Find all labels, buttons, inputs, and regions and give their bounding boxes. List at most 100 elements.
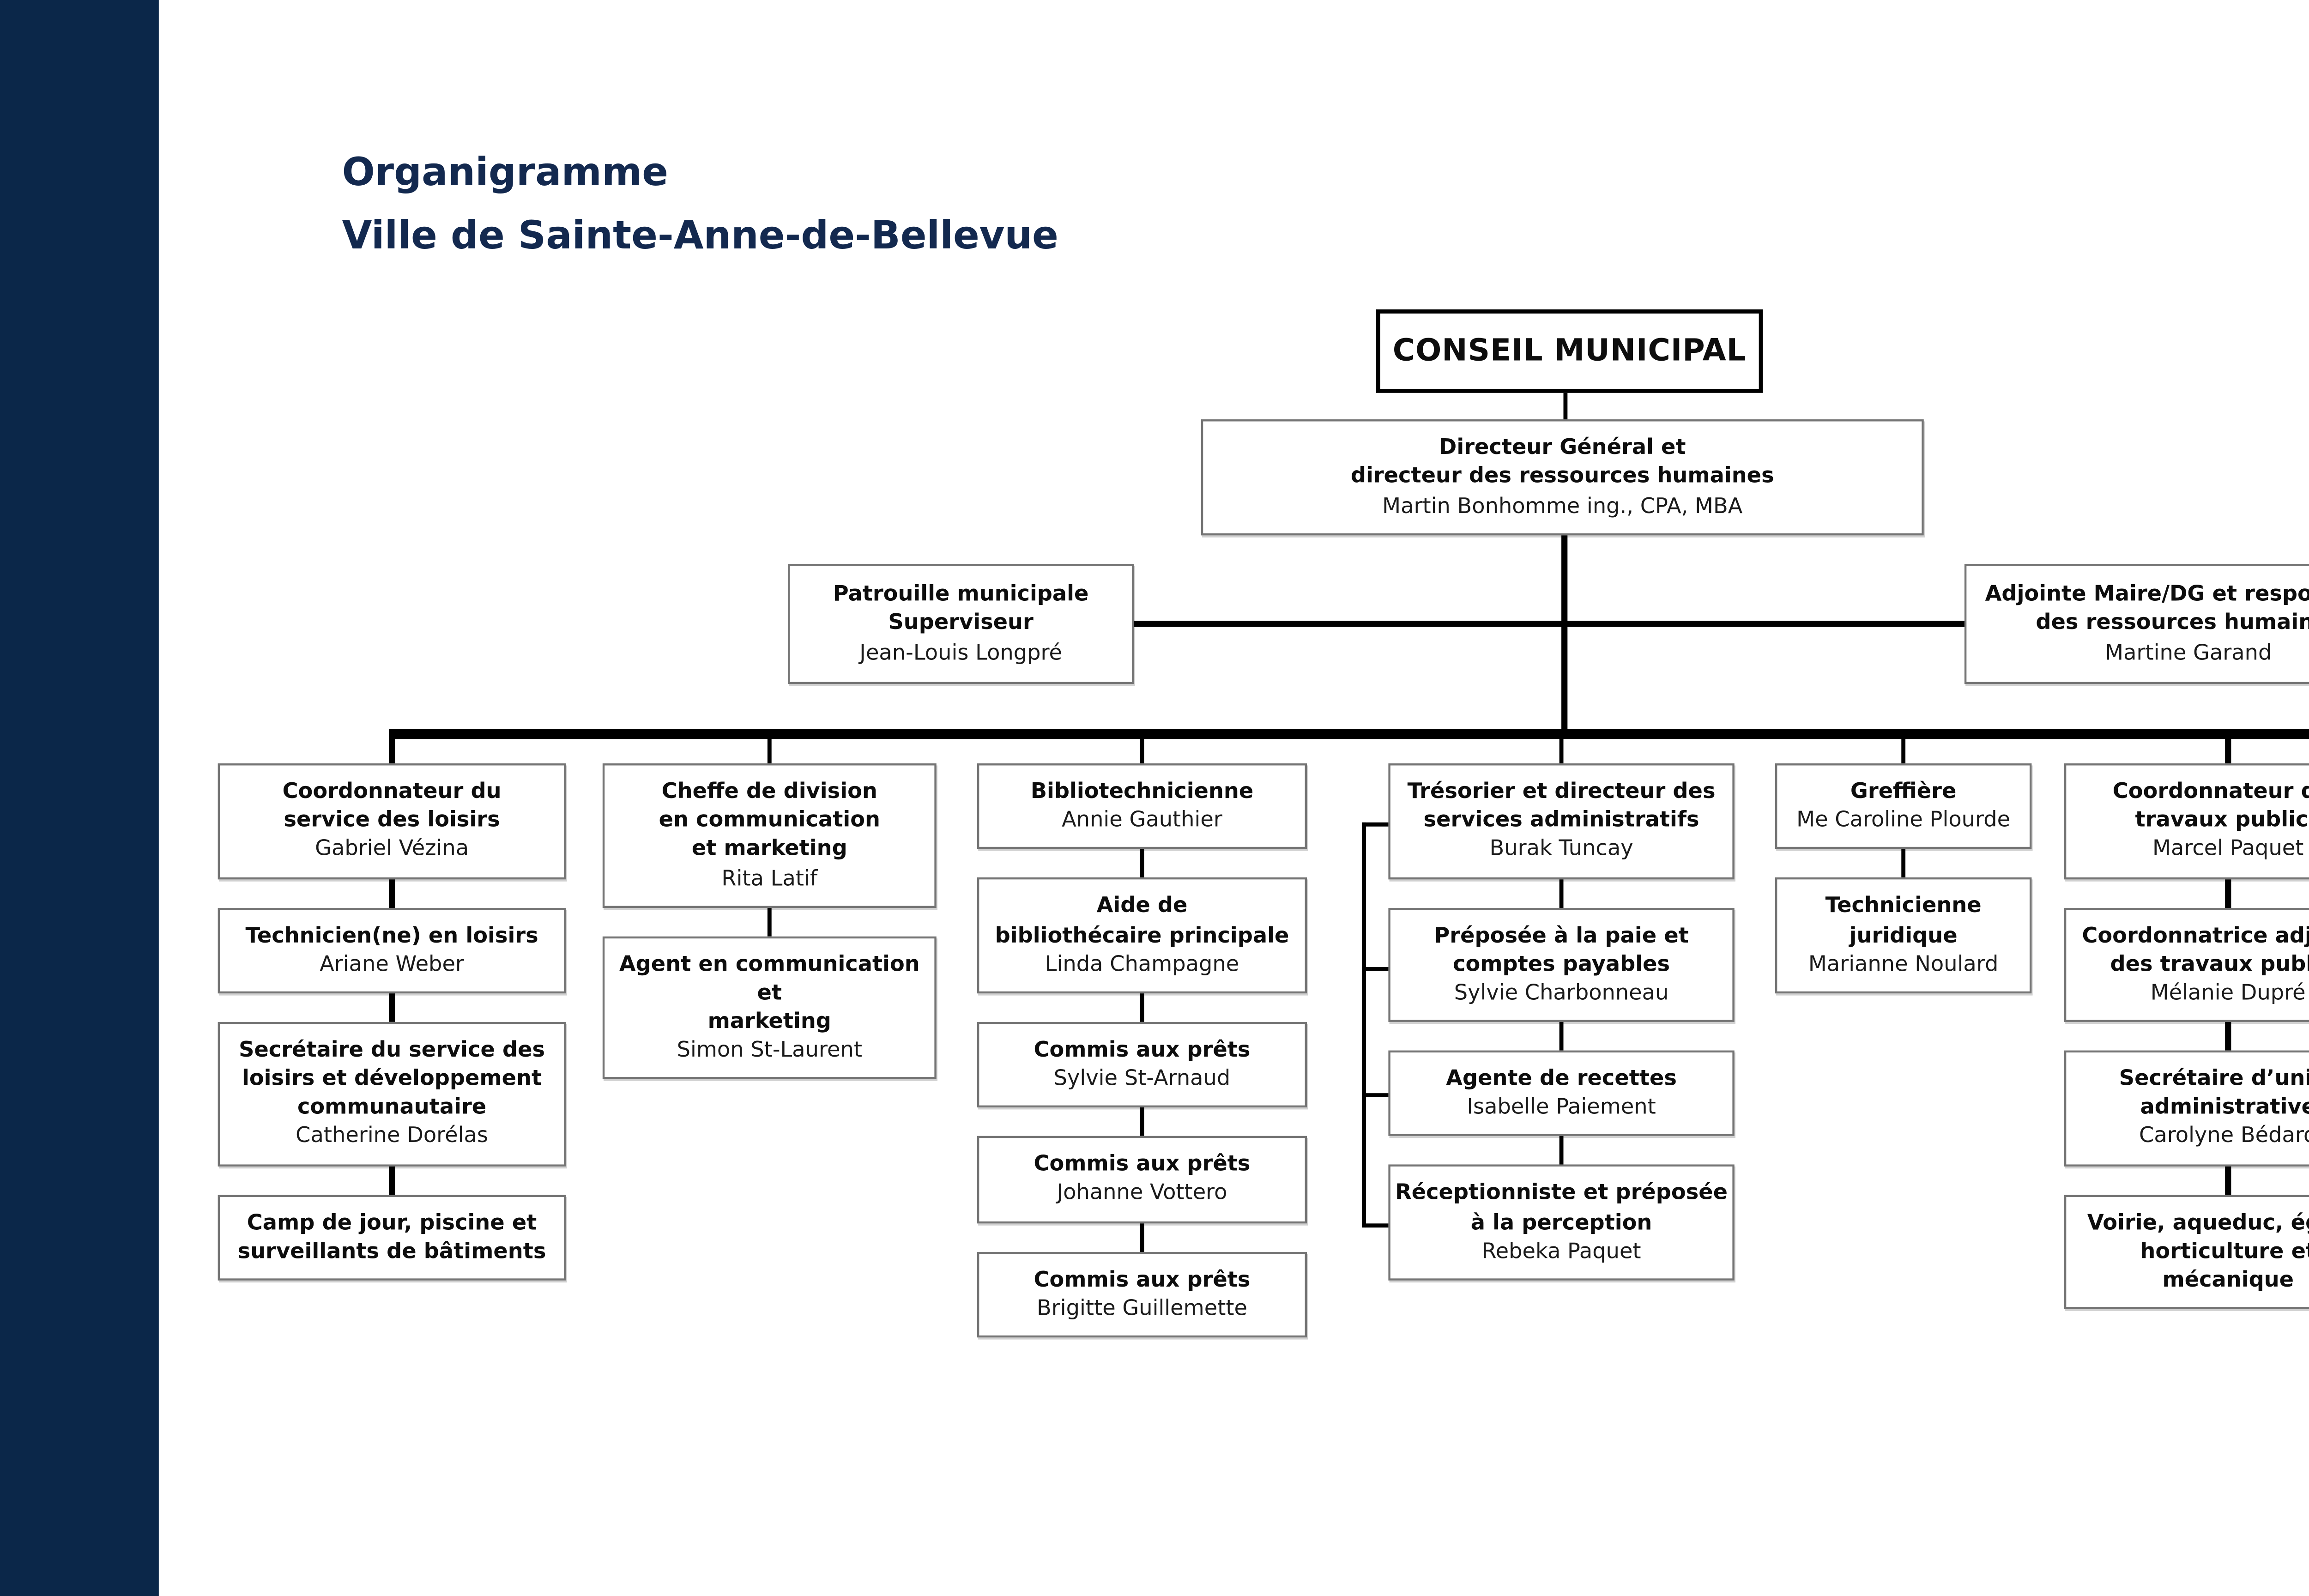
connector-box-to-box xyxy=(1559,1022,1564,1051)
box-title: Trésorier et directeur des services admi… xyxy=(1407,780,1716,833)
org-column: Coordonnateur des travaux publicsMarcel … xyxy=(2064,763,2309,1309)
connector-side-boxes xyxy=(1134,621,1964,626)
connector-root-director xyxy=(1563,393,1568,420)
connector-box-to-box xyxy=(1901,849,1906,878)
connector-box-to-box xyxy=(2225,878,2231,907)
org-column: Trésorier et directeur des services admi… xyxy=(1388,763,1735,1281)
box-title: Camp de jour, piscine et surveillants de… xyxy=(237,1210,546,1264)
box-title: Directeur Général et directeur des resso… xyxy=(1350,436,1774,490)
connector-box-to-box xyxy=(1139,849,1145,878)
connector-box-to-box xyxy=(2225,1165,2231,1194)
box-title: CONSEIL MUNICIPAL xyxy=(1392,332,1747,369)
box-person-name: Simon St-Laurent xyxy=(677,1039,863,1063)
connector-bar-to-column xyxy=(389,732,395,766)
box-person-name: Annie Gauthier xyxy=(1062,808,1222,833)
org-box: Greffière Me Caroline Plourde xyxy=(1775,763,2032,850)
box-conseil-municipal: CONSEIL MUNICIPAL xyxy=(1376,309,1763,393)
box-person-name: Me Caroline Plourde xyxy=(1796,808,2011,833)
box-person-name: Martin Bonhomme ing., CPA, MBA xyxy=(1382,494,1743,519)
box-title: Commis aux prêts xyxy=(1034,1038,1251,1063)
box-person-name: Ariane Weber xyxy=(320,952,465,977)
org-box: Secrétaire d’unité administrativeCarolyn… xyxy=(2064,1050,2309,1166)
box-person-name: Mélanie Dupré xyxy=(2150,981,2306,1006)
connector-bar-to-column xyxy=(767,732,772,766)
box-title: Coordonnatrice adjointe des travaux publ… xyxy=(2082,923,2309,977)
bracket-stub xyxy=(1362,966,1389,970)
connector-bar-to-column xyxy=(1559,732,1564,766)
connector-box-to-box xyxy=(1139,993,1145,1022)
org-box: Cheffe de division en communication et m… xyxy=(602,763,937,907)
box-title: Technicienne juridique xyxy=(1825,894,1982,948)
box-title: Agent en communication et marketing xyxy=(619,952,920,1034)
connector-box-to-box xyxy=(389,878,395,907)
box-person-name: Catherine Dorélas xyxy=(296,1124,489,1149)
org-box: Voirie, aqueduc, égout, horticulture et … xyxy=(2064,1194,2309,1309)
connector-director-mainbar xyxy=(1561,535,1568,733)
org-box: Coordonnatrice adjointe des travaux publ… xyxy=(2064,907,2309,1022)
connector-box-to-box xyxy=(1139,1222,1145,1251)
main-distribution-bar xyxy=(388,729,2309,739)
box-title: Réceptionniste et préposée à la percepti… xyxy=(1395,1181,1728,1235)
box-patrouille-municipale: Patrouille municipale Superviseur Jean-L… xyxy=(787,564,1134,684)
box-title: Cheffe de division en communication et m… xyxy=(659,780,880,862)
box-title: Patrouille municipale Superviseur xyxy=(833,582,1089,636)
box-person-name: Gabriel Vézina xyxy=(315,837,469,862)
connector-box-to-box xyxy=(1559,878,1564,907)
org-box: Secrétaire du service des loisirs et dév… xyxy=(218,1022,566,1166)
box-title: Coordonnateur du service des loisirs xyxy=(282,780,502,833)
connector-bar-to-column xyxy=(1139,732,1145,766)
box-person-name: Carolyne Bédard xyxy=(2139,1124,2309,1149)
box-person-name: Linda Champagne xyxy=(1045,952,1239,977)
box-person-name: Martine Garand xyxy=(2105,640,2272,665)
box-person-name: Marianne Noulard xyxy=(1808,952,1999,977)
box-title: Secrétaire d’unité administrative xyxy=(2119,1067,2309,1120)
left-accent-bar xyxy=(0,0,159,1596)
org-box: Trésorier et directeur des services admi… xyxy=(1388,763,1735,879)
box-title: Greffière xyxy=(1850,780,1957,804)
box-person-name: Isabelle Paiement xyxy=(1467,1095,1656,1120)
box-person-name: Rita Latif xyxy=(721,866,818,891)
bracket-stub xyxy=(1362,1222,1389,1227)
org-box: Réceptionniste et préposée à la percepti… xyxy=(1388,1165,1735,1281)
box-title: Voirie, aqueduc, égout, horticulture et … xyxy=(2087,1210,2309,1293)
box-person-name: Jean-Louis Longpré xyxy=(859,640,1063,665)
box-person-name: Marcel Paquet xyxy=(2152,837,2304,862)
box-title: Agente de recettes xyxy=(1446,1067,1677,1091)
box-person-name: Burak Tuncay xyxy=(1489,837,1633,862)
box-person-name: Sylvie Charbonneau xyxy=(1454,981,1669,1006)
org-box: Camp de jour, piscine et surveillants de… xyxy=(218,1194,566,1281)
box-title: Commis aux prêts xyxy=(1034,1267,1251,1292)
box-title: Coordonnateur des travaux publics xyxy=(2112,780,2309,833)
org-box: Coordonnateur des travaux publicsMarcel … xyxy=(2064,763,2309,879)
box-adjointe-maire-dg: Adjointe Maire/DG et responsable des res… xyxy=(1964,564,2309,684)
box-person-name: Brigitte Guillemette xyxy=(1037,1296,1247,1321)
box-title: Commis aux prêts xyxy=(1034,1152,1251,1177)
box-person-name: Johanne Vottero xyxy=(1057,1181,1227,1206)
connector-bar-to-column xyxy=(2225,732,2231,766)
box-person-name: Rebeka Paquet xyxy=(1481,1239,1641,1264)
connector-box-to-box xyxy=(1139,1107,1145,1137)
bracket-line xyxy=(1362,821,1366,1227)
box-title: Bibliotechnicienne xyxy=(1030,780,1254,804)
page-title: Organigramme Ville de Sainte-Anne-de-Bel… xyxy=(342,151,1058,258)
box-title: Technicien(ne) en loisirs xyxy=(245,923,538,948)
connector-box-to-box xyxy=(2225,1022,2231,1051)
box-title: Préposée à la paie et comptes payables xyxy=(1434,923,1689,977)
connector-box-to-box xyxy=(767,907,772,936)
bracket-stub xyxy=(1362,821,1389,826)
